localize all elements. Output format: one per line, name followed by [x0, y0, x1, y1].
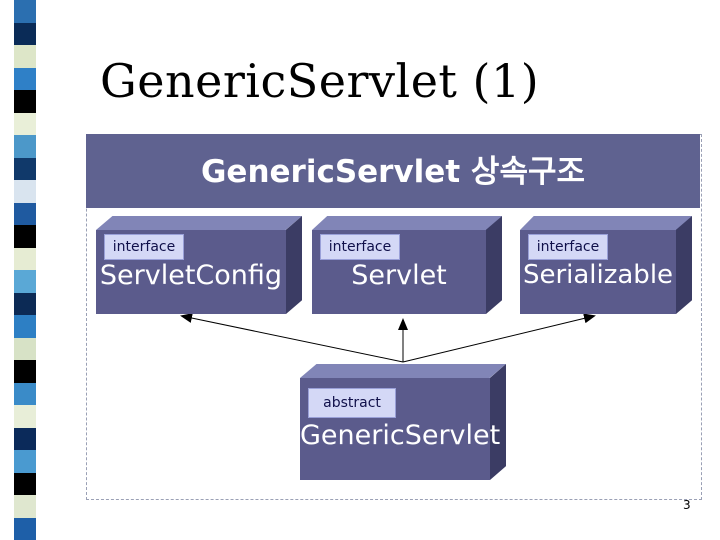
page-number: 3	[683, 498, 691, 512]
arrow-to-servletconfig	[180, 313, 404, 363]
abstract-class-box: abstract GenericServlet	[300, 364, 506, 480]
interface-box-serializable: interface Serializable	[520, 216, 692, 314]
interface-box-servlet: interface Servlet	[312, 216, 502, 314]
stereotype-label: interface	[528, 234, 608, 260]
stereotype-label: interface	[320, 234, 400, 260]
diagram-title: GenericServlet 상속구조	[200, 153, 586, 190]
interface-name: Serializable	[522, 260, 674, 290]
stereotype-label: interface	[104, 234, 184, 260]
decorative-side-stripe	[14, 0, 36, 540]
interface-name: Servlet	[351, 260, 447, 291]
interface-name: ServletConfig	[99, 260, 283, 291]
abstract-class-name: GenericServlet	[300, 420, 501, 451]
stereotype-label: abstract	[308, 388, 396, 418]
diagram-banner	[86, 134, 700, 208]
slide-title: GenericServlet (1)	[100, 54, 540, 108]
arrow-to-serializable	[402, 313, 596, 363]
interface-box-servletconfig: interface ServletConfig	[96, 216, 302, 314]
